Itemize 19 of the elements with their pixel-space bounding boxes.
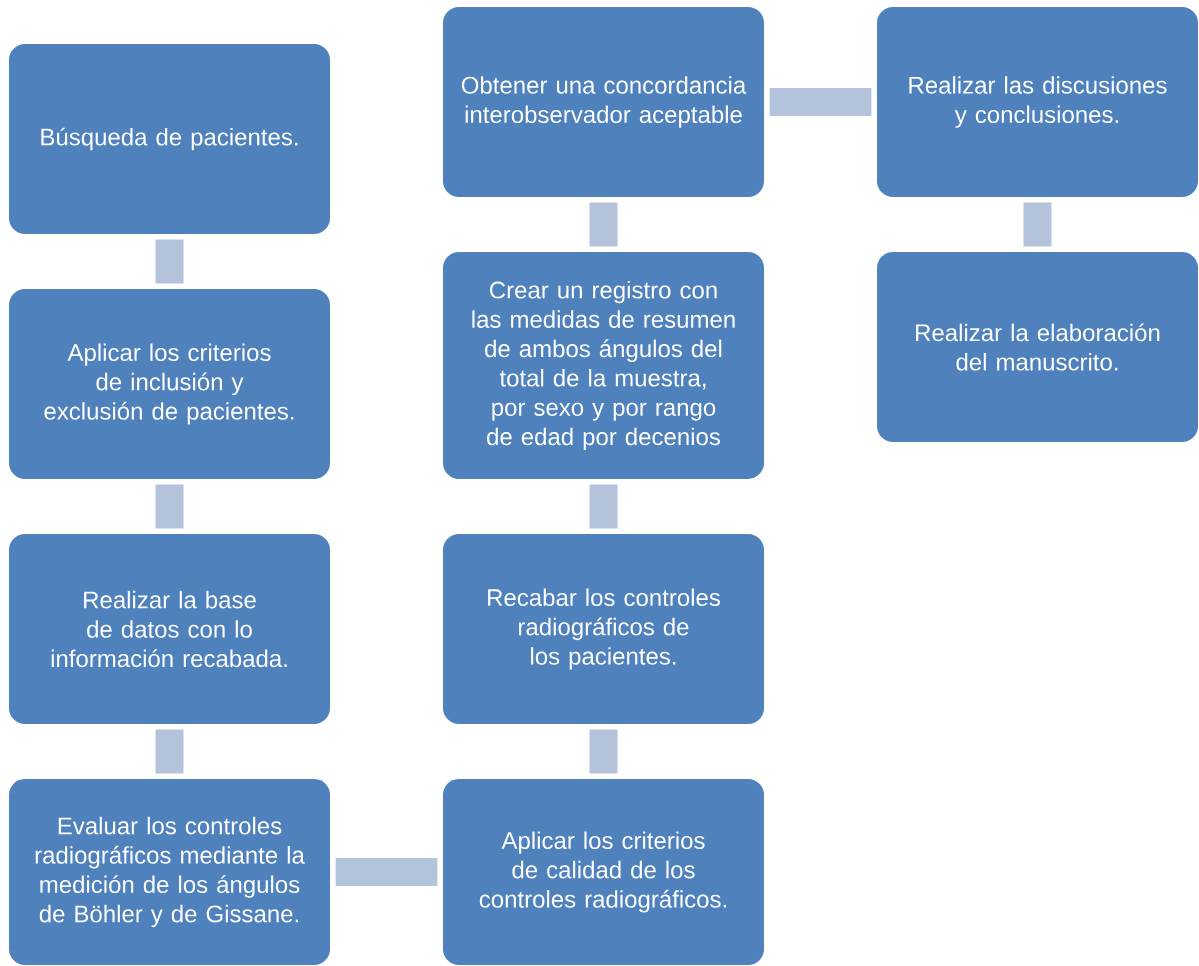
process-box: Realizar la elaboración del manuscrito. [877, 252, 1199, 442]
process-box: Crear un registro con las medidas de resumen de ambos ángulos del total de la muestra, por sexo y por rango de edad por decenios [442, 252, 765, 479]
process-box: Recabar los controles radiográficos de los pacientes. [442, 534, 765, 724]
process-box: Obtener una concordancia interobservador aceptable [442, 7, 765, 197]
process-box: Búsqueda de pacientes. [8, 44, 331, 234]
connector-bar [589, 202, 618, 247]
connector-bar [589, 729, 618, 774]
connector-bar [589, 484, 618, 529]
process-box: Aplicar los criterios de inclusión y exclusión de pacientes. [8, 289, 331, 479]
connector-bar [155, 239, 184, 284]
connector-bar [155, 729, 184, 774]
connector-bar [335, 858, 438, 886]
connector-bar [1023, 202, 1052, 247]
process-box: Aplicar los criterios de calidad de los controles radiográficos. [442, 779, 765, 965]
process-box: Realizar la base de datos con lo información recabada. [8, 534, 331, 724]
connector-bar [155, 484, 184, 529]
process-box: Realizar las discusiones y conclusiones. [877, 7, 1199, 197]
process-box: Evaluar los controles radiográficos mediante la medición de los ángulos de Böhler y de Gissane. [8, 779, 331, 965]
connector-bar [769, 88, 872, 116]
